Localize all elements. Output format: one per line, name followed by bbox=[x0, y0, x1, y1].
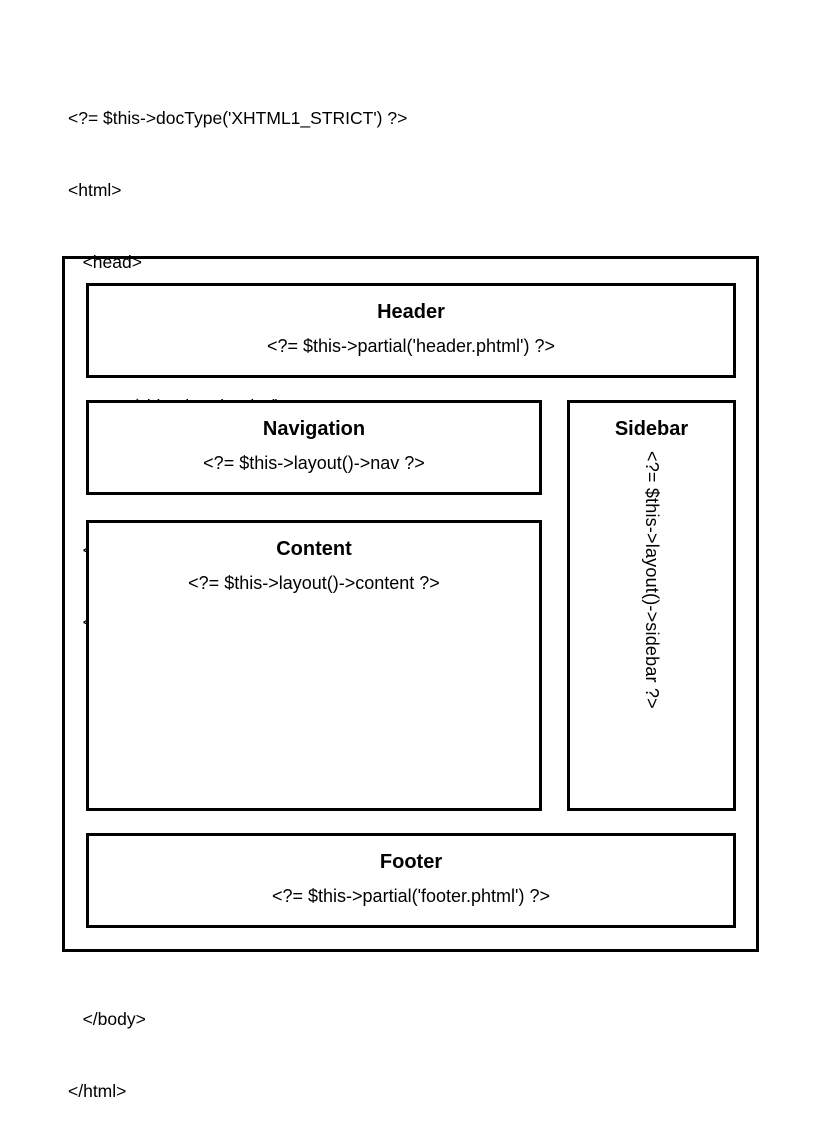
region-navigation-code: <?= $this->layout()->nav ?> bbox=[203, 453, 425, 473]
region-sidebar-title: Sidebar bbox=[614, 418, 689, 440]
region-sidebar-code: <?= $this->layout()->sidebar ?> bbox=[642, 451, 662, 709]
region-navigation: Navigation <?= $this->layout()->nav ?> bbox=[86, 400, 542, 495]
region-header-code: <?= $this->partial('header.phtml') ?> bbox=[266, 336, 556, 356]
region-header-title: Header bbox=[377, 301, 445, 323]
code-line-body-close: </body> bbox=[68, 1009, 146, 1029]
code-listing-bottom: </body> </html> bbox=[68, 959, 146, 1127]
region-sidebar: Sidebar <?= $this->layout()->sidebar ?> bbox=[567, 400, 736, 811]
region-footer: Footer <?= $this->partial('footer.phtml'… bbox=[86, 833, 736, 928]
region-header: Header <?= $this->partial('header.phtml'… bbox=[86, 283, 736, 378]
region-navigation-title: Navigation bbox=[262, 418, 366, 440]
region-footer-code: <?= $this->partial('footer.phtml') ?> bbox=[271, 886, 551, 906]
region-content: Content <?= $this->layout()->content ?> bbox=[86, 520, 542, 811]
code-line-doctype: <?= $this->docType('XHTML1_STRICT') ?> bbox=[68, 108, 408, 128]
code-line-html-open: <html> bbox=[68, 180, 122, 200]
region-sidebar-code-wrapper: <?= $this->layout()->sidebar ?> bbox=[570, 451, 733, 804]
region-content-title: Content bbox=[276, 538, 352, 560]
page-layout-container: Header <?= $this->partial('header.phtml'… bbox=[62, 256, 759, 952]
region-content-code: <?= $this->layout()->content ?> bbox=[188, 573, 440, 593]
code-line-html-close: </html> bbox=[68, 1081, 127, 1101]
region-footer-title: Footer bbox=[379, 851, 443, 873]
